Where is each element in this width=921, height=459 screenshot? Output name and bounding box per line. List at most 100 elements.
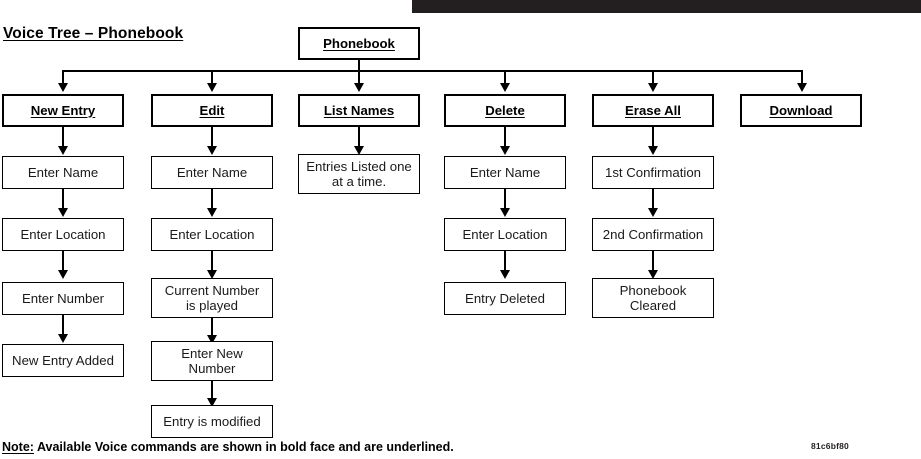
node-edit-current-number-played[interactable]: Current Number is played — [151, 278, 273, 318]
arrowhead-c2-5 — [206, 398, 217, 407]
connector-drop-erase-all — [652, 70, 654, 84]
connector-c2-1 — [211, 127, 213, 147]
node-erase-all-command[interactable]: Erase All — [592, 94, 714, 127]
node-label: New Entry Added — [12, 352, 114, 368]
node-label: 2nd Confirmation — [602, 226, 704, 242]
connector-bus-horizontal — [62, 70, 803, 72]
node-edit-enter-new-number[interactable]: Enter New Number — [151, 341, 273, 381]
arrowhead-c2-2 — [206, 208, 217, 217]
arrowhead-erase-all — [647, 83, 658, 92]
connector-c1-1 — [62, 127, 64, 147]
arrowhead-c3-1 — [353, 146, 364, 155]
node-label-line2: at a time. — [331, 174, 387, 189]
node-new-entry-added[interactable]: New Entry Added — [2, 344, 124, 377]
node-label: Enter Name — [176, 164, 248, 180]
connector-c1-2 — [62, 189, 64, 209]
node-list-names-command[interactable]: List Names — [298, 94, 420, 127]
arrowhead-c5-2 — [647, 208, 658, 217]
connector-c2-4 — [211, 318, 213, 337]
node-erase-all-phonebook-cleared[interactable]: Phonebook Cleared — [592, 278, 714, 318]
node-new-entry-command[interactable]: New Entry — [2, 94, 124, 127]
connector-root-stem — [358, 60, 360, 72]
node-edit-command[interactable]: Edit — [151, 94, 273, 127]
node-label: Enter Location — [462, 226, 548, 242]
arrowhead-c5-3 — [647, 270, 658, 279]
node-label: Enter Location — [20, 226, 106, 242]
arrowhead-c1-2 — [57, 208, 68, 217]
footer-note-lead: Note: — [2, 440, 34, 454]
node-delete-enter-name[interactable]: Enter Name — [444, 156, 566, 189]
node-label: Entry is modified — [163, 413, 261, 429]
node-label-line1: Phonebook — [619, 282, 687, 298]
arrowhead-download — [796, 83, 807, 92]
top-black-bar — [412, 0, 921, 13]
node-label-line2: Number — [188, 361, 236, 376]
connector-c4-1 — [504, 127, 506, 147]
connector-c1-3 — [62, 251, 64, 271]
node-edit-enter-name[interactable]: Enter Name — [151, 156, 273, 189]
arrowhead-c2-4 — [206, 335, 217, 344]
node-label: Phonebook — [323, 35, 395, 51]
connector-c2-2 — [211, 189, 213, 209]
node-label: 1st Confirmation — [604, 164, 701, 180]
arrowhead-c2-3 — [206, 270, 217, 279]
arrowhead-new-entry — [57, 83, 68, 92]
connector-drop-list-names — [358, 70, 360, 84]
connector-c1-4 — [62, 315, 64, 335]
node-label: Enter Name — [27, 164, 99, 180]
connector-drop-download — [801, 70, 803, 84]
node-erase-all-second-confirmation[interactable]: 2nd Confirmation — [592, 218, 714, 251]
page-title: Voice Tree – Phonebook — [3, 25, 184, 42]
node-label-line2: is played — [185, 298, 239, 313]
node-label: List Names — [323, 102, 395, 118]
footer-note: Note: Available Voice commands are shown… — [2, 440, 454, 454]
node-label: Enter Location — [169, 226, 255, 242]
footer-note-text: Available Voice commands are shown in bo… — [33, 440, 454, 454]
connector-c5-2 — [652, 189, 654, 209]
node-label-line1: Enter New — [181, 345, 243, 361]
arrowhead-edit — [206, 83, 217, 92]
node-label: Enter Number — [21, 290, 105, 306]
node-delete-enter-location[interactable]: Enter Location — [444, 218, 566, 251]
node-phonebook-root[interactable]: Phonebook — [298, 27, 420, 60]
connector-drop-delete — [504, 70, 506, 84]
connector-c2-5 — [211, 381, 213, 400]
connector-drop-edit — [211, 70, 213, 84]
node-label-line1: Current Number — [164, 282, 260, 298]
connector-c4-3 — [504, 251, 506, 271]
arrowhead-c4-1 — [499, 146, 510, 155]
node-new-entry-enter-location[interactable]: Enter Location — [2, 218, 124, 251]
connector-c3-1 — [358, 127, 360, 147]
node-download-command[interactable]: Download — [740, 94, 862, 127]
connector-c5-3 — [652, 251, 654, 271]
node-label: Enter Name — [469, 164, 541, 180]
arrowhead-c4-2 — [499, 208, 510, 217]
node-edit-enter-location[interactable]: Enter Location — [151, 218, 273, 251]
arrowhead-c1-1 — [57, 146, 68, 155]
arrowhead-c5-1 — [647, 146, 658, 155]
arrowhead-c2-1 — [206, 146, 217, 155]
connector-c4-2 — [504, 189, 506, 209]
node-erase-all-first-confirmation[interactable]: 1st Confirmation — [592, 156, 714, 189]
node-edit-entry-modified[interactable]: Entry is modified — [151, 405, 273, 438]
connector-drop-new-entry — [62, 70, 64, 84]
node-label: Delete — [485, 102, 525, 118]
node-label: Edit — [199, 102, 225, 118]
connector-c2-3 — [211, 251, 213, 271]
arrowhead-c1-3 — [57, 270, 68, 279]
node-label: Entry Deleted — [465, 290, 545, 306]
node-delete-entry-deleted[interactable]: Entry Deleted — [444, 282, 566, 315]
arrowhead-delete — [499, 83, 510, 92]
node-label: New Entry — [30, 102, 96, 118]
connector-c5-1 — [652, 127, 654, 147]
node-delete-command[interactable]: Delete — [444, 94, 566, 127]
document-code: 81c6bf80 — [811, 441, 849, 451]
node-label-line1: Entries Listed one — [306, 158, 412, 174]
arrowhead-c4-3 — [499, 270, 510, 279]
node-list-names-entries-listed[interactable]: Entries Listed one at a time. — [298, 154, 420, 194]
node-label: Download — [769, 102, 833, 118]
node-label: Erase All — [625, 102, 681, 118]
node-label-line2: Cleared — [629, 298, 677, 313]
node-new-entry-enter-number[interactable]: Enter Number — [2, 282, 124, 315]
node-new-entry-enter-name[interactable]: Enter Name — [2, 156, 124, 189]
